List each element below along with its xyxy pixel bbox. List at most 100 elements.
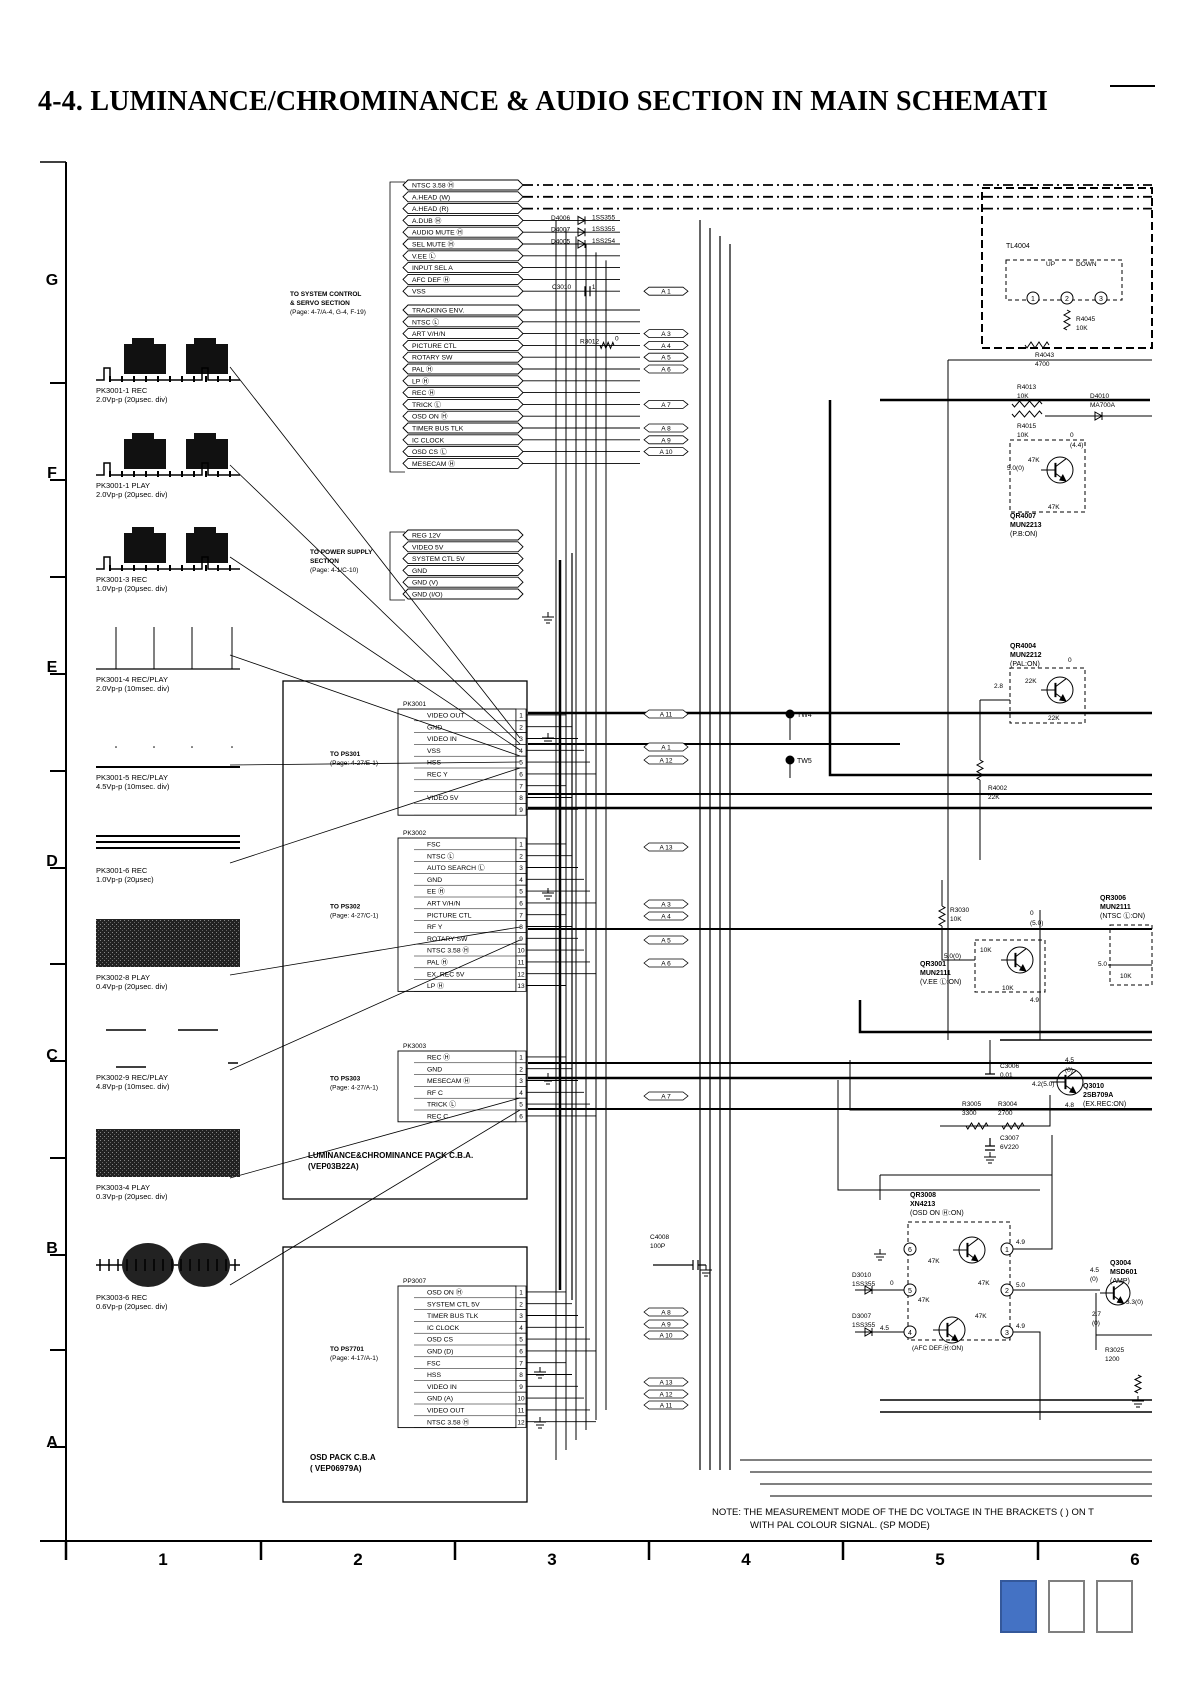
pin-circle xyxy=(903,1242,917,1256)
pin-circle-label: 4 xyxy=(908,1330,912,1337)
waveform-burst xyxy=(124,344,166,374)
wire xyxy=(940,1040,1051,1127)
waveform-caption: PK3002-9 REC/PLAY xyxy=(96,1073,168,1082)
connector-destination: (Page: 4-27/A-1) xyxy=(330,1084,378,1091)
osd-pack-title: ( VEP06979A) xyxy=(310,1464,362,1473)
pin-number: 9 xyxy=(519,1384,523,1391)
resistor-value: 47K xyxy=(928,1258,940,1265)
pin-number: 7 xyxy=(519,783,523,790)
diode-symbol xyxy=(577,239,587,249)
pin-number: 13 xyxy=(517,983,525,990)
signal-box xyxy=(402,304,524,316)
resistor-value: 2700 xyxy=(998,1110,1013,1117)
pin-label: GND xyxy=(427,724,442,731)
resistor-symbol xyxy=(599,341,615,350)
power-supply-label: SECTION xyxy=(310,558,339,565)
diode-symbol xyxy=(577,227,587,238)
qr4004-label: (PAL:ON) xyxy=(1010,661,1040,668)
pin-circle-label: 1 xyxy=(1005,1247,1009,1254)
pin-number: 9 xyxy=(519,936,523,943)
connector-tag xyxy=(643,286,689,296)
connector-name: PK3001 xyxy=(403,701,427,708)
qr3006-label: MUN2111 xyxy=(1100,904,1131,911)
probe-line xyxy=(229,939,521,1071)
waveform xyxy=(96,1243,240,1287)
connector-tag-label: A 12 xyxy=(659,1392,672,1399)
waveform xyxy=(96,1129,240,1177)
probe-line xyxy=(229,1097,521,1179)
waveform-burst xyxy=(186,344,228,374)
connector-tag-label: A 11 xyxy=(660,712,673,719)
system-control-label: (Page: 4-7/A-4, G-4, F-19) xyxy=(290,309,366,316)
connector-tag-label: A 8 xyxy=(661,426,671,433)
connector-tag-label: A 5 xyxy=(661,355,671,362)
diode-ref: D4007 xyxy=(551,227,571,234)
pin-number: 1 xyxy=(519,842,523,849)
connector-destination: TO PS303 xyxy=(330,1075,361,1082)
voltage-label: 0 xyxy=(1030,910,1034,917)
pin-label: ROTARY SW xyxy=(427,936,468,943)
signal-name: ROTARY SW xyxy=(412,355,453,362)
connector-tag xyxy=(643,423,689,433)
pin-number: 3 xyxy=(519,1313,523,1320)
resistor-ref: R3005 xyxy=(962,1101,982,1108)
qr4007-label: (P.B:ON) xyxy=(1010,531,1038,538)
signal-box xyxy=(402,434,524,446)
page-thumbnail-2[interactable] xyxy=(1048,1580,1085,1633)
voltage-label: (0) xyxy=(1092,1320,1100,1327)
signal-name: NTSC 3.58 Ⓗ xyxy=(412,182,455,190)
voltage-label: 0 xyxy=(1070,432,1074,439)
signal-box xyxy=(402,398,524,410)
page-thumbnail-3[interactable] xyxy=(1096,1580,1133,1633)
waveform-dot xyxy=(231,746,233,748)
pin-number: 10 xyxy=(517,1396,525,1403)
voltage-label: 5.0(0) xyxy=(1007,465,1024,472)
signal-box xyxy=(402,529,524,541)
signal-box xyxy=(402,179,524,191)
signal-name: GND (I/O) xyxy=(412,592,443,599)
diode-part: 1SS355 xyxy=(852,1322,876,1329)
signal-box xyxy=(402,588,524,600)
connector-tag xyxy=(643,352,689,362)
pin-label: MESECAM Ⓗ xyxy=(427,1077,470,1085)
probe-line xyxy=(229,654,521,757)
qr3008-label: (OSD ON Ⓗ:ON) xyxy=(910,1209,964,1217)
diode-part: 1SS355 xyxy=(592,226,616,233)
connector-tag xyxy=(643,364,689,374)
waveform-burst xyxy=(186,533,228,563)
pin-number: 2 xyxy=(519,1066,523,1073)
waveform-noise xyxy=(96,1129,240,1177)
signal-box xyxy=(402,226,524,238)
page-thumbnail-1[interactable] xyxy=(1000,1580,1037,1633)
resistor-value: 47K xyxy=(975,1313,987,1320)
resistor-symbol xyxy=(975,759,985,781)
waveform xyxy=(96,627,240,670)
diode-part: MA700A xyxy=(1090,402,1116,409)
waveform-envelope xyxy=(122,1243,174,1287)
signal-box xyxy=(402,339,524,351)
resistor-ref: R4002 xyxy=(988,785,1008,792)
row-label: D xyxy=(46,853,58,870)
connector-tag xyxy=(643,329,689,338)
resistor-value: 22K xyxy=(1048,715,1060,722)
signal-name: PICTURE CTL xyxy=(412,343,457,350)
qr3006-box xyxy=(1109,924,1153,986)
connector-tag xyxy=(643,709,689,719)
voltage-label: 5.0(0) xyxy=(944,953,961,960)
resistor-value: 10K xyxy=(950,916,962,923)
signal-box xyxy=(402,250,524,262)
pin-label: GND xyxy=(427,1066,442,1073)
diode-symbol xyxy=(577,215,587,226)
waveform xyxy=(96,338,240,382)
pin-number: 2 xyxy=(519,1301,523,1308)
voltage-label: 5.0 xyxy=(1016,1282,1025,1289)
qr3008-label: QR3008 xyxy=(910,1192,936,1199)
signal-name: REC Ⓗ xyxy=(412,389,435,397)
connector-tag xyxy=(643,1319,689,1329)
column-label: 2 xyxy=(353,1550,362,1569)
column-label: 3 xyxy=(547,1550,556,1569)
signal-box xyxy=(402,410,524,422)
connector-destination: (Page: 4-27/C-1) xyxy=(330,913,378,920)
waveform-dot xyxy=(115,746,117,748)
